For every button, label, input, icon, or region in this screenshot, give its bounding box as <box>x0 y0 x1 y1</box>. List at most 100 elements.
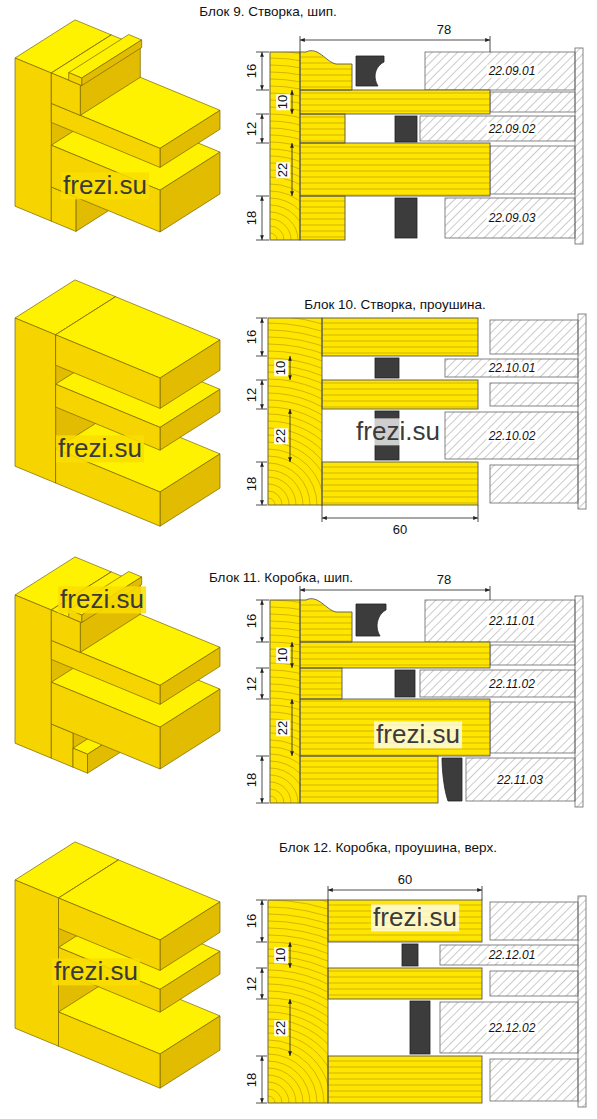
block-title: Блок 11. Коробка, шип. <box>209 571 353 585</box>
dimension-line <box>292 699 293 756</box>
end-face <box>160 902 220 971</box>
cutter-body <box>420 670 575 697</box>
extension-line <box>256 1103 267 1104</box>
extension-line <box>256 999 267 1000</box>
workpiece <box>44 281 492 729</box>
dimension-value: 10 <box>274 360 288 376</box>
wood-grain <box>328 905 487 1097</box>
dimension-lines <box>256 36 490 240</box>
watermark: frezi.su <box>61 172 149 199</box>
extension-line <box>256 900 267 901</box>
wood-part <box>322 380 478 409</box>
wood-part <box>300 114 345 143</box>
end-face <box>160 340 220 409</box>
cutter-body <box>490 645 575 665</box>
block-title: Блок 12. Коробка, проушина, верх. <box>279 841 497 855</box>
wood-part <box>322 462 478 505</box>
wood-part <box>300 699 490 756</box>
block-title: Блок 9. Створка, шип. <box>199 5 337 19</box>
dimension-value: 18 <box>245 475 259 491</box>
top-face <box>69 35 142 79</box>
dimension-line <box>290 409 291 462</box>
wood-outline <box>300 90 490 114</box>
wood-outline <box>300 668 342 699</box>
dimension-line <box>262 114 263 143</box>
dimension-line <box>262 196 263 240</box>
cutter-knife <box>375 358 399 378</box>
watermark: frezi.su <box>58 586 146 613</box>
extension-line <box>256 240 269 241</box>
wood-outline <box>300 756 438 803</box>
dimension-value: 16 <box>245 913 259 929</box>
wood-part <box>300 756 438 803</box>
wood-outline <box>300 143 490 196</box>
wood-outline <box>328 968 482 999</box>
end-face <box>82 40 142 86</box>
dimension-line <box>262 756 263 803</box>
dimension-line <box>292 642 293 668</box>
wood-part <box>270 600 300 803</box>
dimension-line <box>328 890 482 891</box>
wood-outline <box>328 900 482 942</box>
dimension-value: 12 <box>245 120 259 136</box>
block-title: Блок 10. Створка, проушина. <box>304 298 486 312</box>
dimension-line <box>262 668 263 699</box>
dimension-value: 10 <box>274 947 288 963</box>
extension-line <box>256 642 269 643</box>
cutter-part-number: 22.11.03 <box>495 773 545 786</box>
end-face <box>160 110 220 167</box>
dimension-value: 22 <box>274 427 288 443</box>
wood-outline <box>322 318 478 356</box>
wood-outline <box>270 600 300 803</box>
wood-outline <box>300 114 345 143</box>
extension-line <box>256 114 269 115</box>
wood-outline <box>300 699 490 756</box>
dimension-value: 18 <box>245 210 259 226</box>
cutter-body <box>425 52 575 90</box>
cutter-knife <box>356 604 386 636</box>
dimension-value: 12 <box>245 675 259 691</box>
dimension-line <box>322 518 478 519</box>
front-face <box>51 640 160 704</box>
wood-grain <box>322 323 483 503</box>
wood-grain <box>300 57 495 237</box>
extension-line <box>300 586 301 600</box>
wood-outline <box>328 1056 482 1103</box>
extension-line <box>256 90 269 91</box>
cutter-body <box>490 971 578 996</box>
wood-outline <box>268 900 328 1103</box>
wood-part <box>300 196 345 240</box>
extension-line <box>490 36 491 52</box>
cross-section <box>44 281 586 729</box>
extension-line <box>256 505 267 506</box>
cutter-body <box>490 902 578 940</box>
wood-outline <box>322 380 478 409</box>
front-face <box>51 103 160 167</box>
cutter-part-number: 22.12.01 <box>487 949 538 962</box>
wood-outline <box>270 52 300 240</box>
dimension-line <box>300 40 490 41</box>
cutter-body <box>490 1059 578 1101</box>
dimension-lines <box>256 586 490 803</box>
end-face <box>160 647 220 704</box>
cutter-body <box>445 359 578 377</box>
dimension-line <box>292 90 293 114</box>
cutter-shaft <box>575 596 583 807</box>
wood-part <box>300 642 490 668</box>
cutter-part-number: 22.12.02 <box>487 1021 538 1034</box>
front-face <box>69 73 82 86</box>
wood-part <box>300 143 490 196</box>
isometric-part <box>15 280 220 526</box>
cross-section <box>30 865 586 1119</box>
extension-line <box>256 668 269 669</box>
wood-part <box>300 668 342 699</box>
dimension-value: 18 <box>245 771 259 787</box>
dimension-line <box>262 380 263 409</box>
wood-grain <box>300 605 495 797</box>
dimension-value: 22 <box>274 1019 288 1035</box>
front-face <box>15 595 51 758</box>
dimension-line <box>262 462 263 505</box>
extension-line <box>256 196 269 197</box>
dimension-line <box>290 942 291 968</box>
